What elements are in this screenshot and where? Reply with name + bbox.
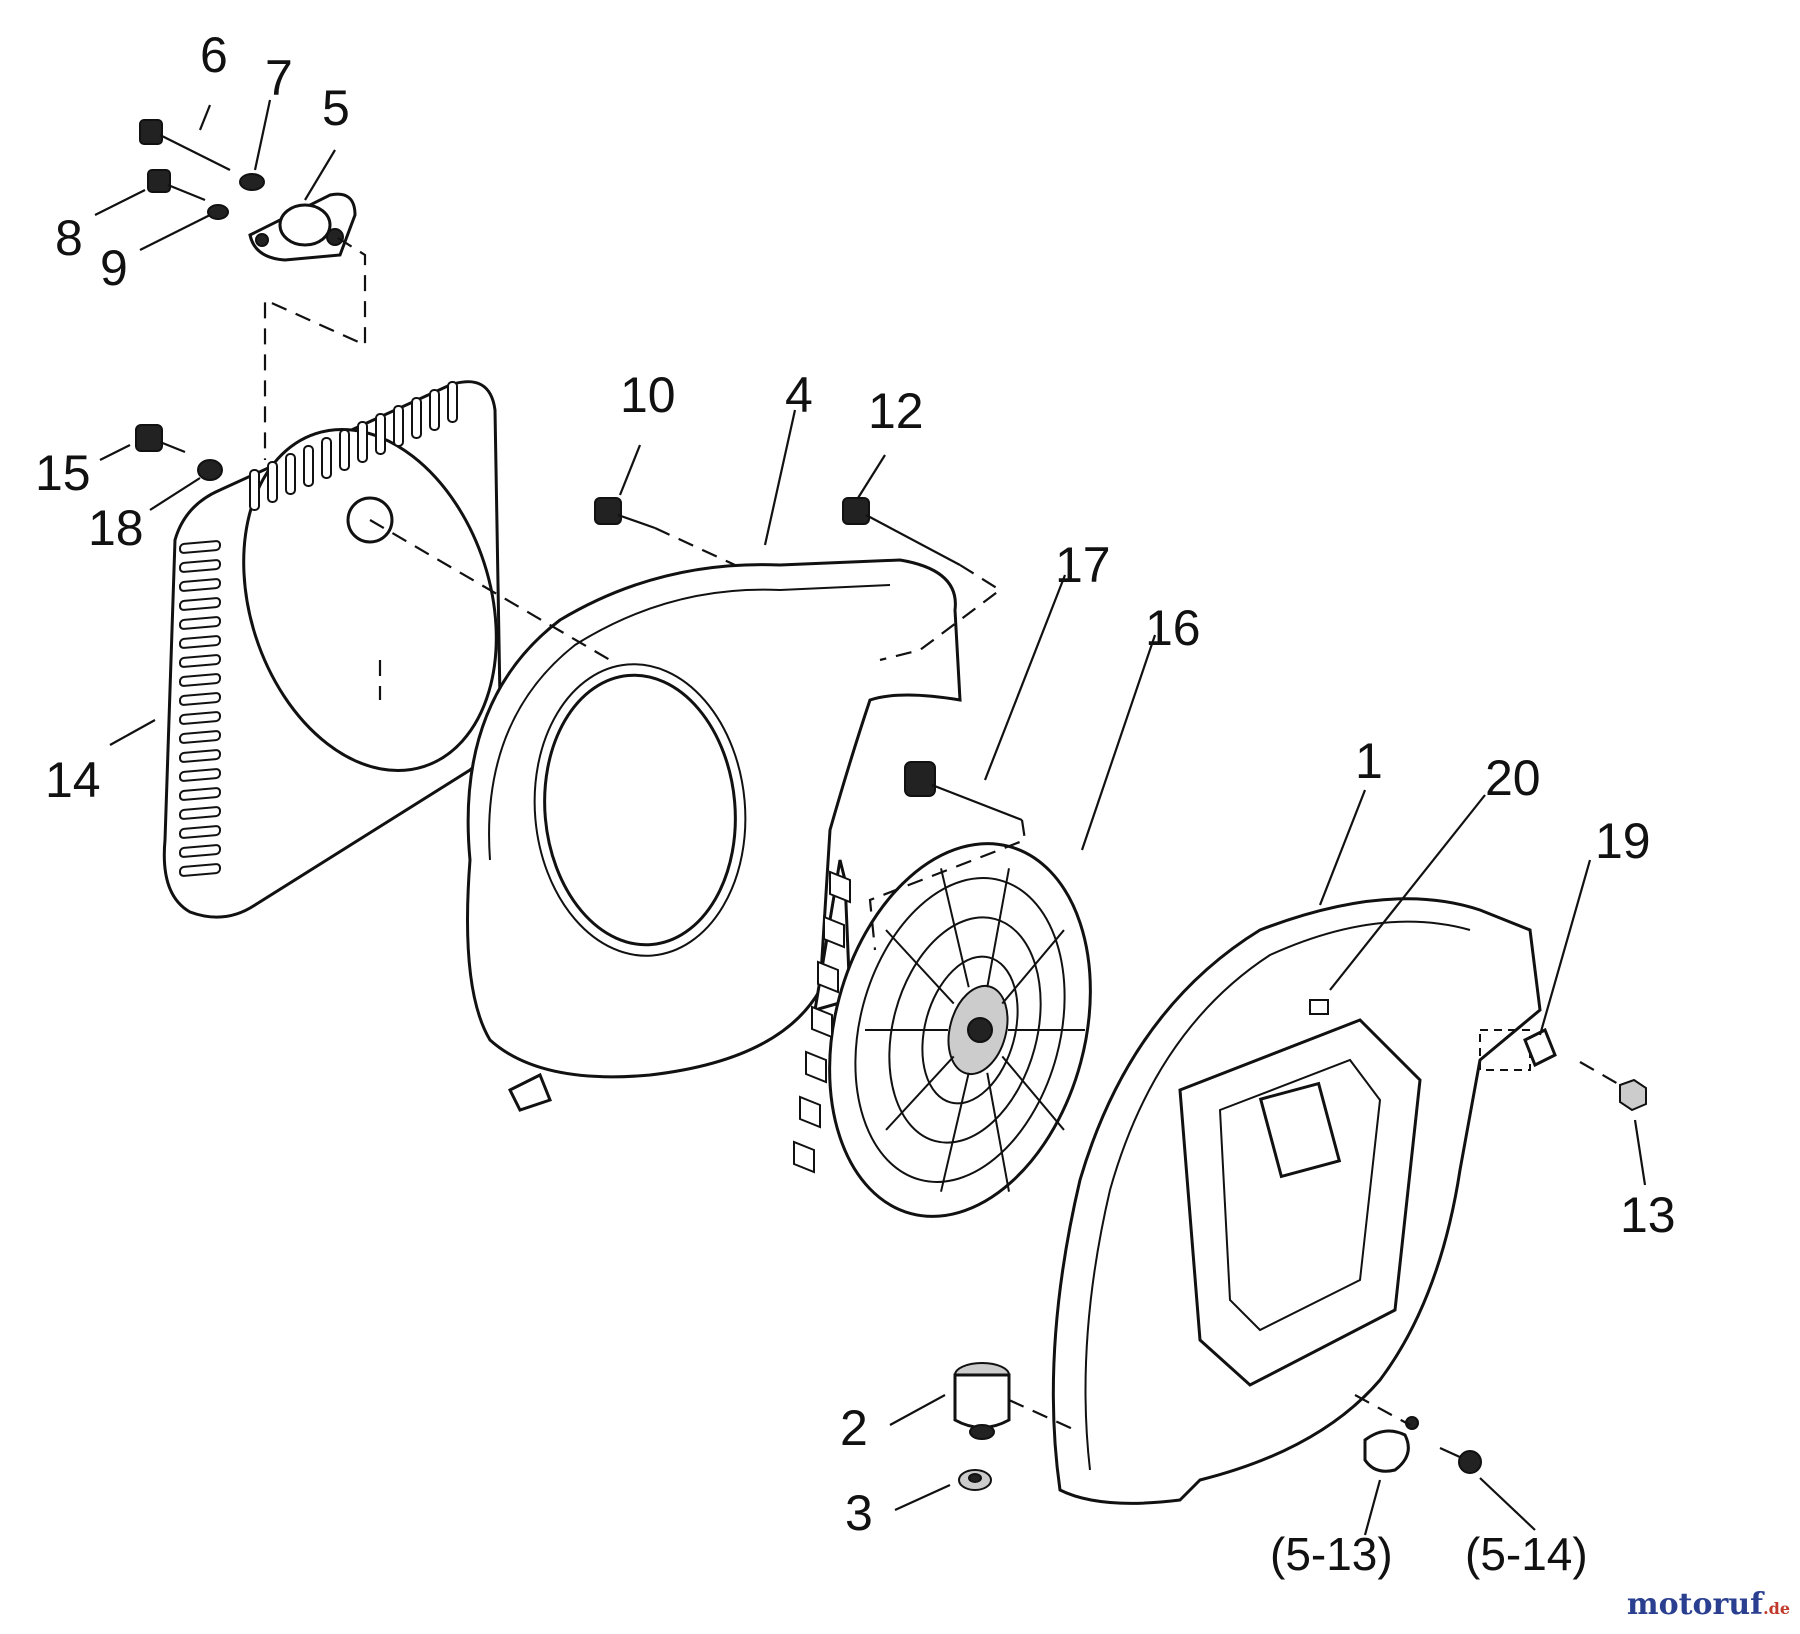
impeller-blade [811, 1005, 833, 1039]
cooling-fin [375, 413, 386, 455]
callout-4: 4 [785, 367, 813, 423]
cooling-fin [179, 597, 221, 611]
fan-housing-part-4 [466, 558, 962, 1112]
cooling-fin [179, 768, 221, 782]
cooling-fin [303, 445, 314, 487]
impeller-spoke [986, 1072, 1010, 1192]
impeller-spoke [1001, 929, 1065, 1005]
callout-9: 9 [100, 240, 128, 296]
impeller-fan-part-16 [793, 842, 1092, 1218]
watermark-main: motoruf [1626, 1587, 1764, 1622]
cooling-fin [179, 863, 221, 877]
callout-3: 3 [845, 1485, 873, 1541]
bolt-part-8 [147, 169, 206, 202]
grommet-part-3 [958, 1469, 992, 1491]
cooling-fin [179, 654, 221, 668]
impeller-spoke [940, 868, 970, 988]
cooling-fin [179, 825, 221, 839]
cooling-fin [411, 397, 422, 439]
callout-14: 14 [45, 752, 101, 808]
clip-ref-5-13 [1363, 1416, 1419, 1473]
filter-part-2 [953, 1362, 1011, 1440]
cooling-fin [267, 461, 278, 503]
washer-part-9 [207, 204, 229, 220]
impeller-blade [799, 1095, 821, 1129]
mount-bracket-part-5 [248, 192, 357, 262]
impeller-blade [823, 915, 845, 949]
cooling-fin [357, 421, 368, 463]
cooling-fin [393, 405, 404, 447]
callout-12: 12 [868, 383, 924, 439]
bolt-part-17 [904, 761, 1023, 822]
callout-5: 5 [322, 80, 350, 136]
cooling-fin [339, 429, 350, 471]
callout-17: 17 [1055, 537, 1111, 593]
tab-part-19 [1523, 1027, 1557, 1068]
assembly-guide-lines [263, 237, 1621, 1432]
reference-5-14: (5-14) [1465, 1528, 1588, 1580]
impeller-spoke [1001, 1055, 1065, 1131]
callout-7: 7 [265, 50, 293, 106]
callout-18: 18 [88, 500, 144, 556]
nut-part-13 [1619, 1078, 1647, 1112]
cooling-fin [179, 616, 221, 630]
cooling-fin [429, 389, 440, 431]
callout-6: 6 [200, 27, 228, 83]
bolt-part-6 [139, 119, 231, 171]
cooling-fin [179, 711, 221, 725]
cooling-fin [179, 673, 221, 687]
impeller-blade [793, 1140, 815, 1174]
callout-13: 13 [1620, 1187, 1676, 1243]
cooling-fin [447, 381, 458, 423]
cooling-fin [179, 749, 221, 763]
impeller-blade [829, 870, 851, 904]
cooling-fin [179, 787, 221, 801]
bolt-part-12 [842, 497, 961, 566]
cooling-fin [249, 469, 260, 511]
callout-15: 15 [35, 445, 91, 501]
callout-8: 8 [55, 210, 83, 266]
cooling-fin [179, 844, 221, 858]
washer-part-7 [239, 173, 265, 191]
cooling-fin [179, 559, 221, 573]
callout-16: 16 [1145, 600, 1201, 656]
impeller-spoke [940, 1072, 970, 1192]
rear-housing-part-1 [1051, 897, 1542, 1505]
callout-leader-lines [94, 99, 1647, 1536]
bolt-part-15 [135, 424, 186, 454]
cooling-fin [179, 730, 221, 744]
cooling-fin [285, 453, 296, 495]
impeller-blade [805, 1050, 827, 1084]
back-plate-part-14 [162, 380, 502, 919]
callout-labels: 6 7 5 8 9 10 4 12 15 18 17 16 14 1 20 19… [35, 27, 1676, 1580]
cooling-fin [179, 578, 221, 592]
impeller-spoke [986, 868, 1010, 988]
reference-5-13: (5-13) [1270, 1528, 1393, 1580]
watermark-tld: .de [1763, 1599, 1790, 1618]
callout-19: 19 [1595, 813, 1651, 869]
cooling-fin [321, 437, 332, 479]
callout-10: 10 [620, 367, 676, 423]
impeller-spoke [885, 929, 955, 1005]
cooling-fin [179, 635, 221, 649]
callout-20: 20 [1485, 750, 1541, 806]
callout-2: 2 [840, 1400, 868, 1456]
bolt-part-10 [594, 497, 656, 530]
cooling-fin [179, 540, 221, 554]
cooling-fin [179, 692, 221, 706]
impeller-blade [817, 960, 839, 994]
watermark-logo: motoruf.de [1627, 1587, 1790, 1622]
washer-part-18 [197, 459, 223, 481]
cooling-fin [179, 806, 221, 820]
callout-1: 1 [1355, 733, 1383, 789]
screw-ref-5-14 [1439, 1446, 1482, 1474]
impeller-spoke [885, 1055, 955, 1131]
